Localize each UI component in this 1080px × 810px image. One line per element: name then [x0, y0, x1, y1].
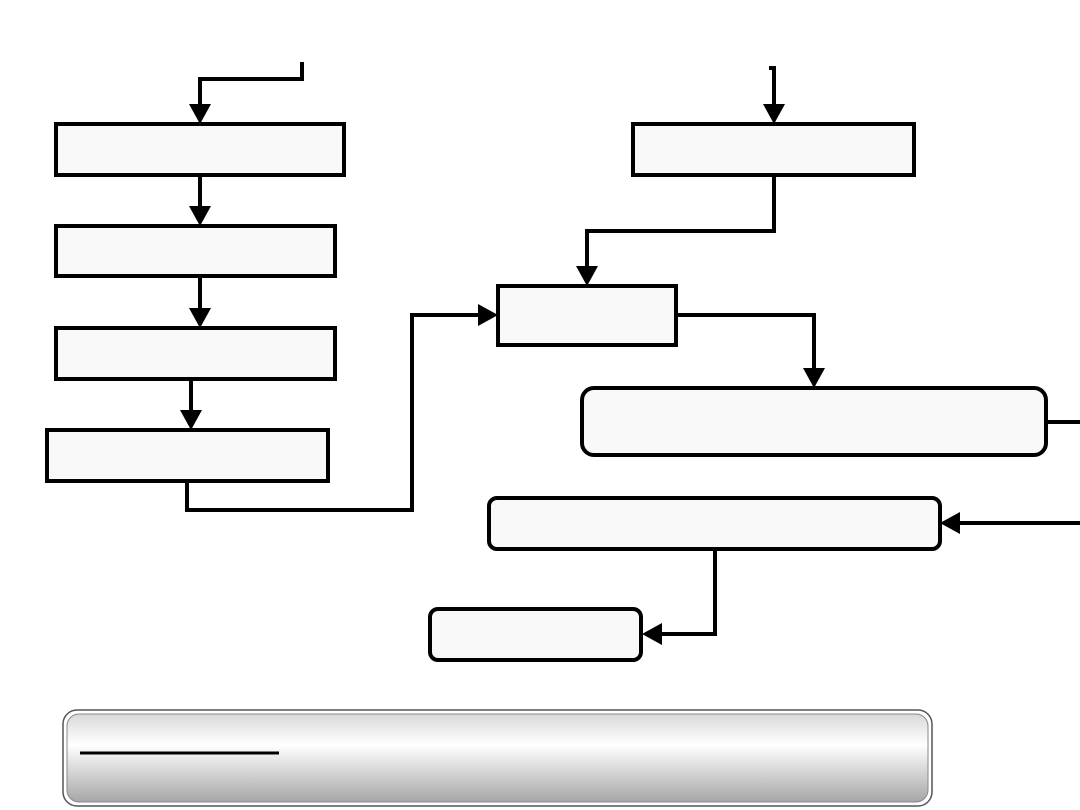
middle-rounded-box	[487, 496, 942, 551]
connector-right-top-to-center	[585, 175, 776, 268]
connector-top-right-entry	[769, 66, 776, 106]
note-panel-outer	[62, 709, 933, 807]
left-box-3	[54, 326, 337, 381]
arrowhead-to-left-box-1	[189, 104, 211, 124]
connector-top-left-entry	[198, 62, 304, 106]
connector-left-4-to-center	[185, 313, 480, 512]
arrowhead-to-middle-rounded-box	[940, 512, 960, 534]
left-box-2	[54, 224, 337, 278]
arrowhead-to-center-box	[478, 304, 498, 326]
arrowhead-to-left-box-2	[189, 206, 211, 226]
arrowhead-to-left-box-3	[189, 308, 211, 328]
wide-rounded-box	[580, 386, 1048, 457]
arrowhead-to-wide-rounded-box	[803, 368, 825, 388]
left-box-1	[54, 122, 346, 177]
connector-center-to-wide	[676, 313, 816, 370]
note-panel	[66, 713, 929, 803]
connector-middle-to-small	[660, 549, 717, 636]
arrowhead-to-right-top-box	[763, 104, 785, 124]
arrowhead-to-center-box-top	[576, 266, 598, 286]
right-top-box	[631, 122, 916, 177]
left-box-4	[45, 428, 330, 483]
center-box	[496, 284, 678, 347]
small-rounded-box	[428, 607, 643, 662]
arrowhead-to-small-rounded-box	[642, 623, 662, 645]
arrowhead-to-left-box-4	[180, 410, 202, 430]
